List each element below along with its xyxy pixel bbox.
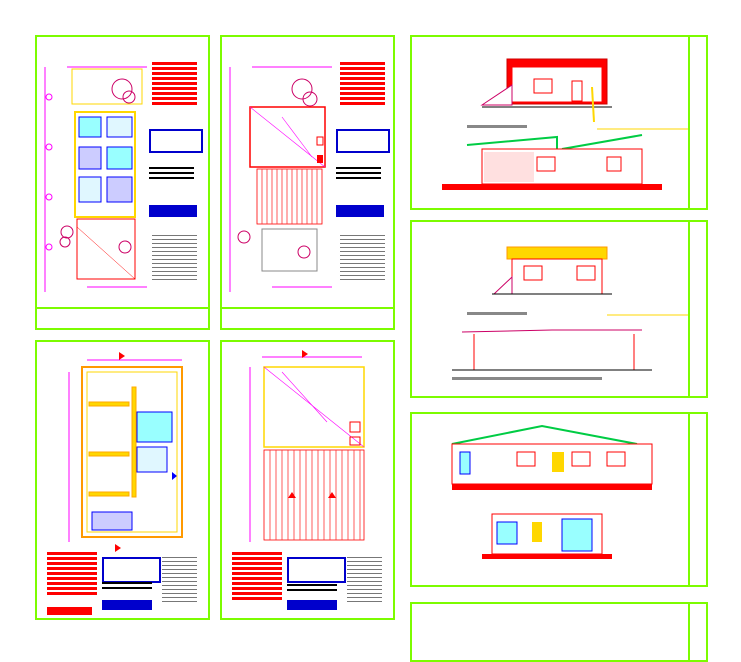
sheet-sections[interactable] [410, 412, 708, 587]
sheet-partial[interactable] [410, 602, 708, 662]
floor-plan-b-drawing [68, 352, 183, 552]
sheet-floor-plan-b[interactable] [35, 340, 210, 620]
title-block-vertical [688, 37, 706, 208]
sheet-roof-plan-b[interactable] [220, 340, 395, 620]
roof-plan-b-drawing [249, 350, 365, 542]
legend-box [149, 129, 203, 153]
sheet-elevations-a[interactable] [410, 35, 708, 210]
title-block [222, 307, 393, 328]
floor-plan-a-drawing [44, 66, 147, 292]
elevations-b-drawing [452, 246, 697, 380]
sheet-roof-plan-a[interactable] [220, 35, 395, 330]
roof-plan-a-drawing [229, 66, 332, 292]
title-block [37, 307, 208, 328]
title-block-vertical [688, 222, 706, 396]
sheet-elevations-b[interactable] [410, 220, 708, 398]
elevations-a-drawing [442, 58, 697, 190]
sheet-floor-plan-a[interactable] [35, 35, 210, 330]
title-block-vertical [688, 414, 706, 585]
sections-drawing [451, 424, 653, 559]
title-block-vertical [688, 604, 706, 660]
